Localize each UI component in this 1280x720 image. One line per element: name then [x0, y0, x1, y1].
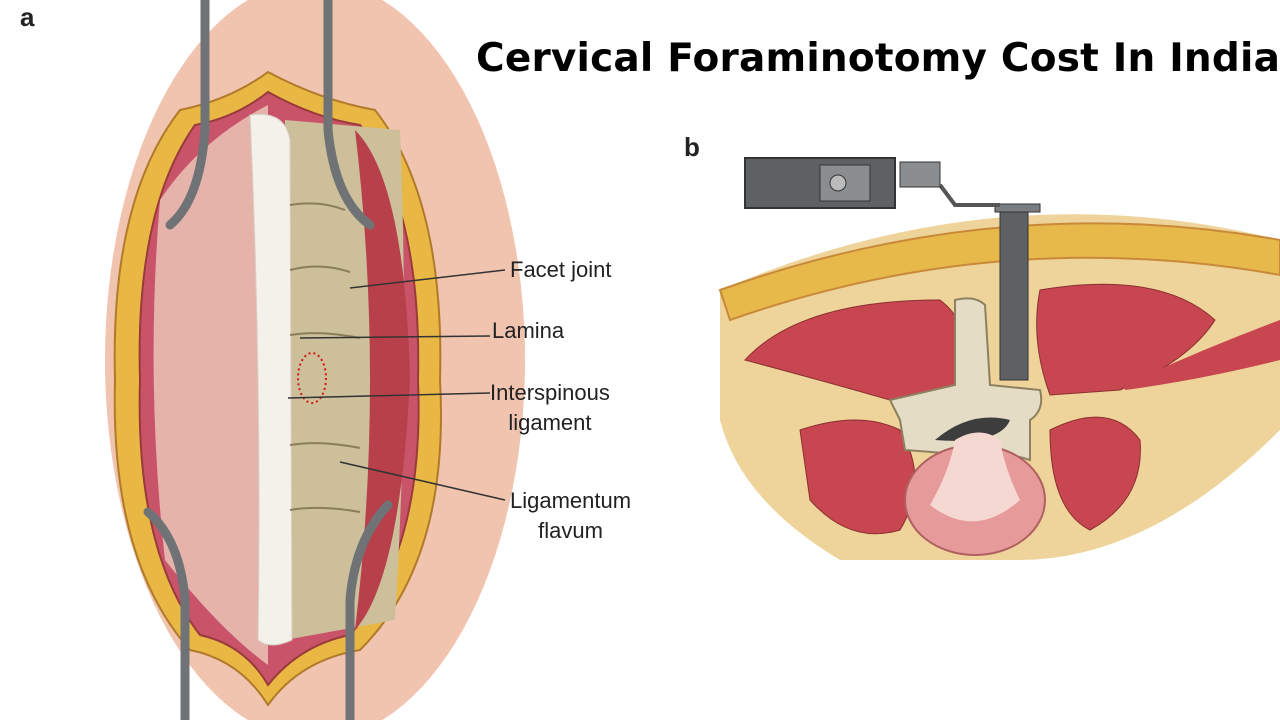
label-ligamentum-flavum: Ligamentum flavum [510, 486, 631, 546]
label-line: Interspinous [490, 380, 610, 405]
panel-b-cross-section [718, 157, 1280, 561]
panel-b-letter: b [684, 132, 700, 162]
label-facet-joint: Facet joint [510, 257, 612, 282]
panel-a-letter: a [20, 2, 35, 32]
label-line: Ligamentum [510, 488, 632, 513]
panel-a-surgical-view [105, 0, 525, 720]
label-line: flavum [538, 518, 603, 543]
label-lamina: Lamina [492, 318, 565, 343]
label-line: ligament [508, 410, 592, 435]
page-title: Cervical Foraminotomy Cost In India [476, 36, 1280, 81]
retractor-icons [143, 0, 393, 720]
label-interspinous-ligament: Interspinous ligament [490, 378, 610, 438]
